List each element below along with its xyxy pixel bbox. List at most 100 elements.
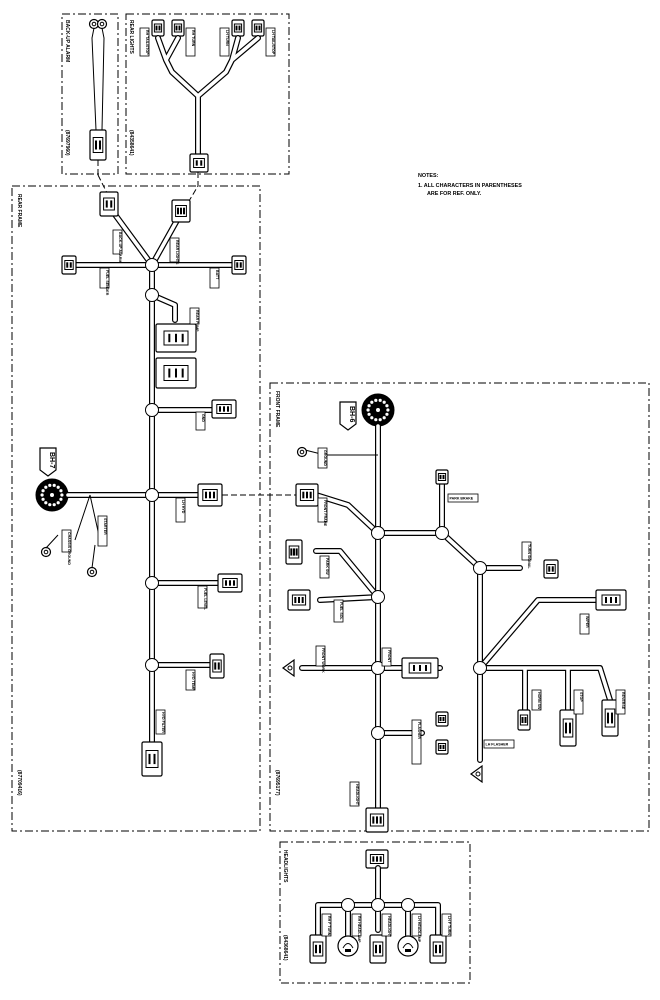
headlight-tag: RH HEADLAMP (351, 913, 362, 943)
tag-box (61, 529, 72, 553)
tag-text: RH F TURN (327, 916, 331, 936)
rear-frame-splice (145, 576, 159, 590)
connector-pin (294, 597, 297, 603)
ring-terminal-eye (296, 446, 308, 458)
front-park-connector (435, 469, 449, 485)
tag-text: STARTER (103, 518, 107, 535)
frame-headlights: HEADLIGHTS(84368641) (279, 841, 471, 984)
tag-box (197, 585, 208, 609)
tag-box (317, 447, 328, 469)
rear-frame-tag: CHASSIS GROUND (61, 529, 72, 565)
bulkhead-pin (374, 398, 378, 402)
connector-pin (309, 491, 312, 499)
notes-heading: NOTES: (418, 173, 439, 179)
rear-hyd-connector (211, 399, 237, 419)
connector-face (253, 23, 263, 33)
rear-ground-wires (45, 534, 96, 569)
bulkhead-pin (374, 418, 378, 422)
connector-pin (255, 25, 258, 31)
connector-body (309, 934, 327, 964)
front-horn-connector-bottom (435, 739, 449, 755)
connector-pin (439, 716, 442, 722)
connector-face (601, 594, 621, 606)
bulkhead-pin (56, 501, 60, 505)
connector-pin (223, 406, 225, 412)
connector-pin (524, 717, 527, 723)
alarm-ring-terminal-right (96, 18, 108, 30)
connector-face (299, 489, 315, 501)
rear-frame-branches-outer (65, 292, 225, 668)
rear-fuel-connector (217, 573, 243, 593)
bulkhead-pin (44, 501, 48, 505)
connector-pin (258, 25, 261, 31)
tag-text: FLASHER (417, 722, 421, 739)
connector-face (64, 260, 74, 270)
rear-light-connector (231, 19, 245, 37)
front-frame-tag: HORN SW (531, 689, 542, 711)
connector-body (189, 153, 209, 173)
connector-pin (205, 491, 207, 499)
notes-block: NOTES:1. ALL CHARACTERS IN PARENTHESESAR… (418, 173, 522, 197)
tag-box (521, 541, 532, 561)
headlight-splice (371, 898, 385, 912)
connector-body (209, 653, 225, 679)
connector-body (601, 699, 619, 737)
connector-pin (375, 944, 377, 954)
rear-light-tag: LH TURN (219, 27, 230, 57)
connector-face (216, 404, 232, 414)
headlight-splice (341, 898, 355, 912)
rear-frame-splice (145, 258, 159, 272)
front-ground-block-tag: BH-6 (339, 401, 357, 431)
rear-frame-tag: HYD TEMP (185, 669, 196, 691)
tag-box (573, 689, 584, 715)
connector-pin (180, 207, 182, 215)
front-frame-tag: FRONT FRAME (317, 497, 328, 527)
front-fuel-sol-connector (287, 589, 311, 611)
rh-headlamp (337, 935, 359, 957)
frame-part-number: (84358641) (128, 130, 134, 156)
tag-box (411, 719, 422, 765)
connector-pin (200, 160, 203, 166)
connector-pin (302, 491, 305, 499)
front-wiper-connector (595, 589, 627, 611)
rear-frame-tag: FUEL LEVEL (197, 585, 208, 611)
bulkhead-pin (56, 485, 60, 489)
connector-pin (293, 548, 295, 556)
connector-body (171, 19, 185, 37)
headlight-switch-connector (369, 934, 387, 964)
ring-terminal-eye (96, 18, 108, 30)
front-frame-tag: FUEL SOL (333, 599, 344, 623)
connector-pin (95, 140, 97, 150)
tag-text: LH FLASHER (486, 742, 509, 746)
front-frame-tag: STOP (573, 689, 584, 715)
front-frame-harness-outer (299, 423, 613, 823)
connector-body (251, 19, 265, 37)
connector-pin (181, 368, 184, 378)
rh-front-turn-connector (309, 934, 327, 964)
rear-light-tag: RH TAIL/STOP (139, 27, 150, 57)
connector-face (562, 718, 574, 738)
notes-line-2: ARE FOR REF. ONLY. (427, 191, 482, 197)
bulkhead-pin (378, 418, 382, 422)
frame-border (269, 382, 650, 832)
bulkhead-pin (52, 503, 56, 507)
tag-box (483, 739, 515, 749)
connector-pin (442, 716, 445, 722)
tag-text: LH HYD (181, 500, 185, 514)
front-frame-tag: PARK SW (319, 555, 330, 579)
connector-pin (213, 491, 215, 499)
connector-pin (301, 597, 304, 603)
connector-pin (442, 474, 445, 480)
tag-box (315, 645, 326, 667)
tag-box (195, 411, 206, 431)
frame-part-number: (84368641) (282, 935, 288, 961)
headlight-main-connector (365, 849, 389, 869)
front-flasher-connector (281, 658, 295, 678)
front-frame-splice (473, 661, 487, 675)
connector-pin (178, 25, 181, 31)
tag-text: STOP (579, 692, 583, 702)
lamp-base (345, 949, 351, 952)
connector-pin (175, 368, 177, 378)
front-frame-tag: HEADLIGHT (349, 781, 360, 807)
rear-ground-ring-2 (86, 566, 98, 578)
